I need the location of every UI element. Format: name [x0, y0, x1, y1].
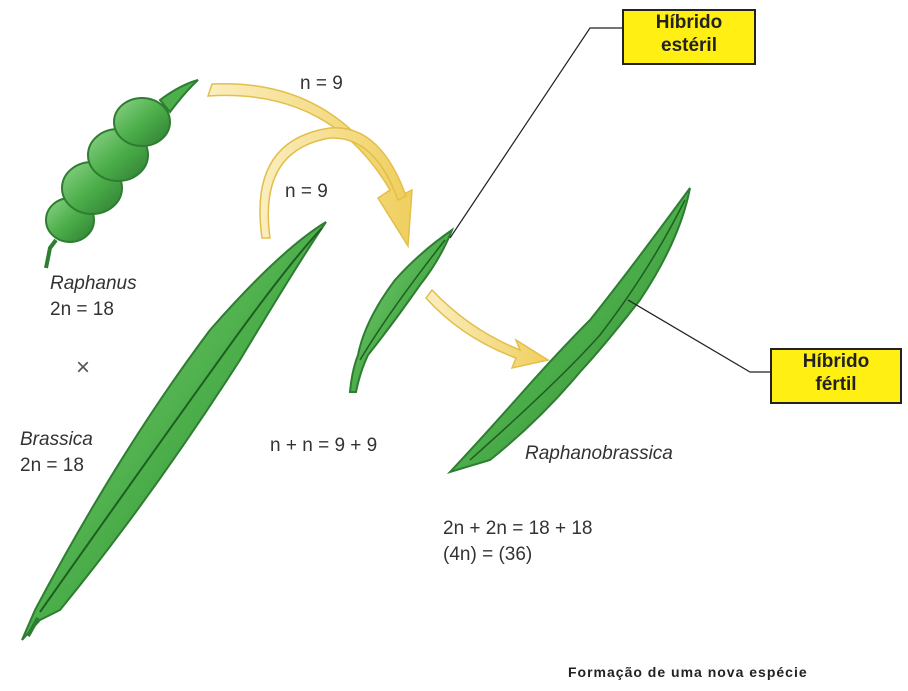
fertile-box-line2: fértil: [772, 373, 900, 396]
figure-caption: Formação de uma nova espécie: [568, 664, 808, 680]
raphanus-chromosomes: 2n = 18: [50, 298, 114, 322]
fertile-callout-line: [628, 300, 770, 372]
fertile-box-line1: Híbrido: [772, 350, 900, 373]
sterile-hybrid-pod: [350, 230, 452, 392]
raphanobrassica-formula2: (4n) = (36): [443, 543, 532, 567]
sterile-box-line2: estéril: [624, 34, 754, 57]
brassica-name: Brassica: [20, 428, 93, 452]
sterile-box-line1: Híbrido: [624, 11, 754, 34]
raphanus-name: Raphanus: [50, 272, 137, 296]
gamete-label-top: n = 9: [300, 72, 343, 96]
sterile-hybrid-box: Híbrido estéril: [622, 9, 756, 65]
raphanus-pod: [46, 80, 198, 268]
raphanobrassica-formula1: 2n + 2n = 18 + 18: [443, 517, 593, 541]
fertile-hybrid-box: Híbrido fértil: [770, 348, 902, 404]
brassica-chromosomes: 2n = 18: [20, 454, 84, 478]
hybrid-formula: n + n = 9 + 9: [270, 434, 377, 458]
sterile-callout-line: [450, 28, 622, 238]
cross-symbol: ×: [76, 356, 90, 380]
raphanobrassica-name: Raphanobrassica: [525, 442, 673, 466]
gamete-label-mid: n = 9: [285, 180, 328, 204]
raphanobrassica-pod: [450, 188, 690, 472]
